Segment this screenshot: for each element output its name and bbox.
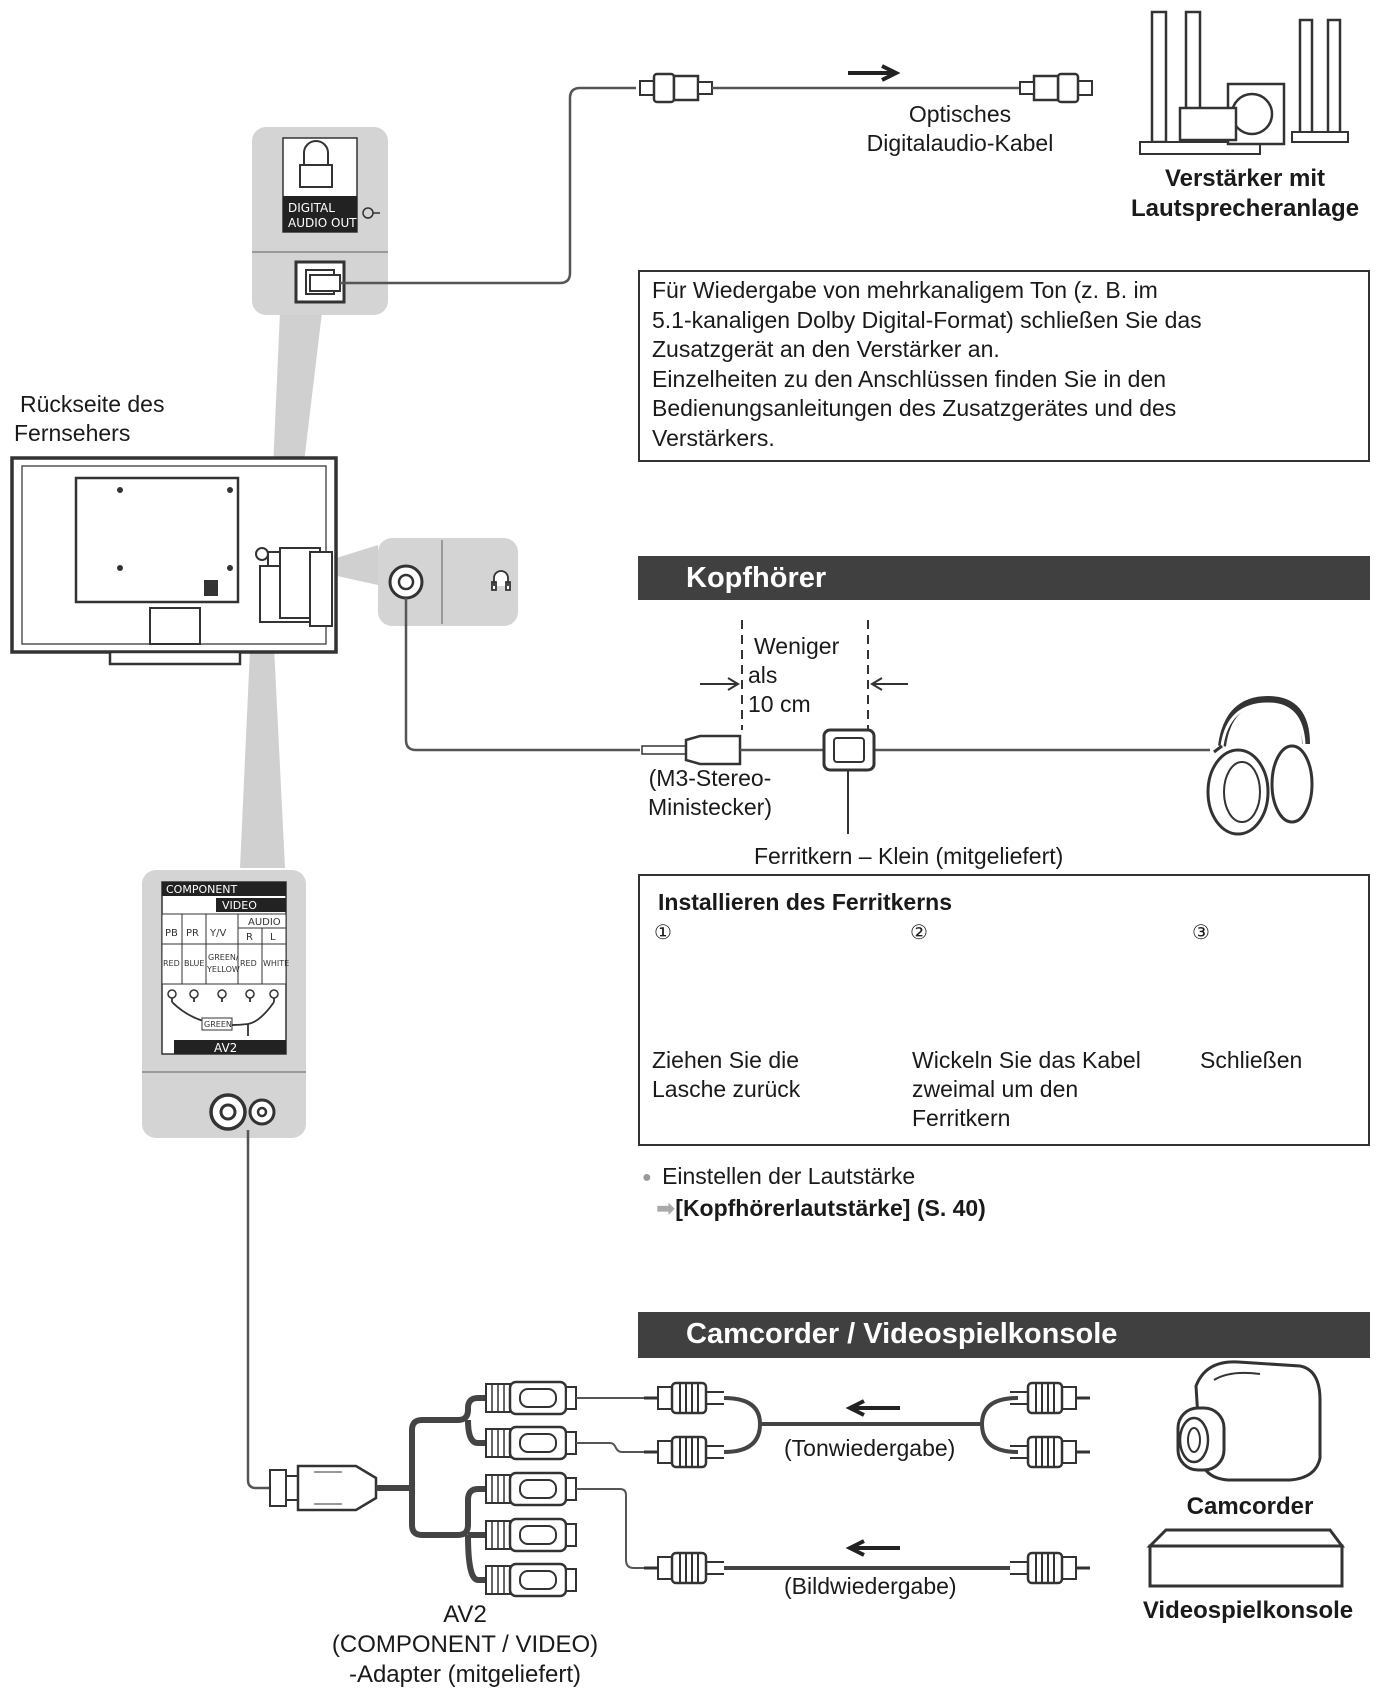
red-label: RED — [163, 959, 180, 968]
distance-label: Weniger als 10 cm — [748, 633, 840, 717]
tv-rear-label: Rückseite des Fernsehers — [14, 391, 165, 446]
green-tag-label: GREEN — [204, 1020, 232, 1029]
step-2-number: ② — [910, 920, 928, 944]
mini-plug-label: (M3-Stereo- Ministecker) — [648, 765, 772, 820]
headphone-icon — [491, 570, 511, 591]
headphone-jack-panel — [378, 538, 518, 626]
optical-plug-right-icon — [1019, 72, 1093, 104]
ferrite-label: Ferritkern – Klein (mitgeliefert) — [754, 843, 1064, 869]
audio-label: AUDIO — [248, 917, 281, 928]
speaker-system-icon — [1139, 10, 1349, 155]
multichannel-note: Für Wiedergabe von mehrkanaligem Ton (z.… — [638, 270, 1370, 462]
arrow-right-icon — [848, 64, 901, 82]
mini-plug-icon — [641, 734, 742, 766]
component-av2-panel: COMPONENT VIDEO AUDIO PB PR Y/V R L RED … — [142, 870, 306, 1138]
headphones-section-title: Kopfhörer — [638, 556, 1370, 600]
step-1-number: ① — [654, 920, 672, 944]
camcorder-icon — [1176, 1360, 1322, 1482]
av2-panel-label: AV2 — [214, 1041, 237, 1055]
video-playback-label: (Bildwiedergabe) — [784, 1573, 957, 1599]
pr-label: PR — [186, 928, 199, 939]
headphone-beam — [310, 545, 378, 585]
video-label: VIDEO — [222, 899, 257, 912]
pb-label: PB — [165, 928, 178, 939]
ferrite-install-title: Installieren des Ferritkerns — [658, 889, 953, 915]
ferrite-install-box — [638, 874, 1370, 1146]
camcorder-label: Camcorder — [1186, 1493, 1314, 1520]
headphone-cable — [404, 598, 640, 752]
yellow-label: YELLOW — [206, 965, 240, 974]
digital-audio-out-panel: DIGITAL AUDIO OUT — [252, 127, 388, 315]
av2-adapter-label: AV2 (COMPONENT / VIDEO) -Adapter (mitgel… — [331, 1601, 599, 1688]
camcorder-section-title: Camcorder / Videospielkonsole — [638, 1312, 1370, 1358]
ferrite-core-icon — [822, 728, 876, 772]
component-label: COMPONENT — [166, 883, 238, 896]
amplifier-label: Verstärker mit Lautsprecheranlage — [1130, 165, 1360, 222]
optical-cable-label: Optisches Digitalaudio-Kabel — [866, 101, 1054, 156]
green-label: GREEN/ — [208, 953, 239, 962]
step-3-number: ③ — [1192, 920, 1210, 944]
component-beam — [240, 606, 285, 868]
blue-label: BLUE — [184, 959, 204, 968]
audio-out-label: AUDIO OUT — [288, 216, 357, 230]
r-label: R — [246, 932, 253, 943]
step-3-text: Schließen — [1200, 1047, 1303, 1073]
console-label: Videospielkonsole — [1142, 1597, 1354, 1624]
game-console-icon — [1146, 1528, 1345, 1588]
volume-link[interactable]: ➡[Kopfhörerlautstärke] (S. 40) — [656, 1195, 986, 1221]
white-label: WHITE — [263, 959, 289, 968]
optical-plug-icon — [309, 274, 341, 292]
l-label: L — [270, 932, 276, 943]
optical-plug-left-icon — [639, 72, 713, 104]
av2-adapter-cable — [246, 1130, 278, 1490]
optical-cable — [340, 86, 636, 285]
headphones-icon — [1206, 695, 1314, 836]
tv-rear-icon — [10, 456, 338, 666]
yv-label: Y/V — [209, 928, 226, 939]
digital-label: DIGITAL — [288, 201, 335, 215]
arrow-left-audio-icon — [845, 1399, 900, 1417]
step-1-text: Ziehen Sie die Lasche zurück — [652, 1047, 801, 1102]
audio-playback-label: (Tonwiedergabe) — [784, 1435, 956, 1461]
av2-mini-plug-icon — [269, 1464, 378, 1512]
arrow-left-video-icon — [845, 1539, 900, 1557]
step-2-text: Wickeln Sie das Kabel zweimal um den Fer… — [912, 1047, 1141, 1131]
bullet-icon: ● — [642, 1169, 652, 1186]
volume-note: ● Einstellen der Lautstärke — [642, 1163, 916, 1189]
red2-label: RED — [240, 959, 257, 968]
arrow-right-icon: ➡ — [656, 1195, 676, 1221]
